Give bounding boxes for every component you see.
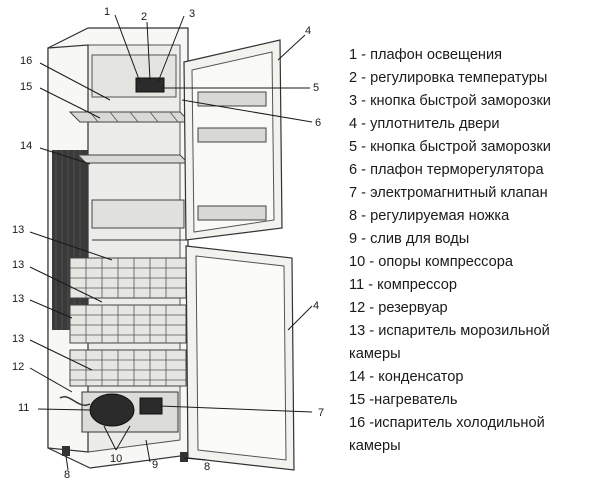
callout-14: 14 xyxy=(20,140,32,152)
legend-item-7: 7 - электромагнитный клапан xyxy=(349,185,548,201)
legend-item-15: 15 -нагреватель xyxy=(349,392,458,408)
callout-4-top: 4 xyxy=(305,25,311,37)
legend-item-3: 3 - кнопка быстрой заморозки xyxy=(349,93,551,109)
legend-item-2: 2 - регулировка температуры xyxy=(349,70,548,86)
legend-item-6: 6 - плафон терморегулятора xyxy=(349,162,544,178)
legend-item-1: 1 - плафон освещения xyxy=(349,47,503,63)
callout-6: 6 xyxy=(315,117,321,129)
legend-item-8: 8 - регулируемая ножка xyxy=(349,208,510,224)
legend-item-14: 14 - конденсатор xyxy=(349,369,464,385)
callout-11: 11 xyxy=(18,402,29,414)
upper-door xyxy=(183,39,283,241)
legend-item-11: 11 - компрессор xyxy=(349,277,457,293)
callout-8-left: 8 xyxy=(64,469,70,481)
solenoid-valve xyxy=(139,397,163,415)
callout-4-bottom: 4 xyxy=(313,300,319,312)
callout-13-a: 13 xyxy=(12,224,24,236)
callout-13-b: 13 xyxy=(12,259,24,271)
legend-item-5: 5 - кнопка быстрой заморозки xyxy=(349,139,551,155)
legend-item-16: 16 -испаритель холодильной камеры xyxy=(349,415,545,454)
feet xyxy=(62,446,188,462)
callout-16: 16 xyxy=(20,55,32,67)
lower-door xyxy=(185,245,295,471)
callout-2: 2 xyxy=(141,11,147,23)
freezer-baskets xyxy=(69,257,187,387)
legend-item-10: 10 - опоры компрессора xyxy=(349,254,513,270)
callout-labels: 1 2 3 4 5 6 16 15 14 13 13 13 13 12 11 7… xyxy=(12,6,324,481)
compressor-unit xyxy=(59,391,179,433)
callout-9: 9 xyxy=(152,459,158,471)
callout-13-c: 13 xyxy=(12,293,24,305)
callout-3: 3 xyxy=(189,8,195,20)
callout-1: 1 xyxy=(104,6,110,18)
condenser-coil xyxy=(52,150,88,330)
legend-item-9: 9 - слив для воды xyxy=(349,231,470,247)
callout-12: 12 xyxy=(12,361,24,373)
callout-8-right: 8 xyxy=(204,461,210,473)
callout-5: 5 xyxy=(313,82,319,94)
callout-7: 7 xyxy=(318,407,324,419)
callout-15: 15 xyxy=(20,81,32,93)
compressor xyxy=(89,393,135,427)
leader-lines xyxy=(29,14,313,471)
legend-item-13: 13 - испаритель морозильной камеры xyxy=(349,323,550,362)
parts-legend: 1 - плафон освещения 2 - регулировка тем… xyxy=(349,44,599,458)
refrigerator-diagram: 1 2 3 4 5 6 16 15 14 13 13 13 13 12 11 7… xyxy=(12,6,324,481)
lamp-housing xyxy=(135,77,165,93)
legend-item-4: 4 - уплотнитель двери xyxy=(349,116,500,132)
callout-13-d: 13 xyxy=(12,333,24,345)
callout-10: 10 xyxy=(110,453,122,465)
legend-item-12: 12 - резервуар xyxy=(349,300,448,316)
